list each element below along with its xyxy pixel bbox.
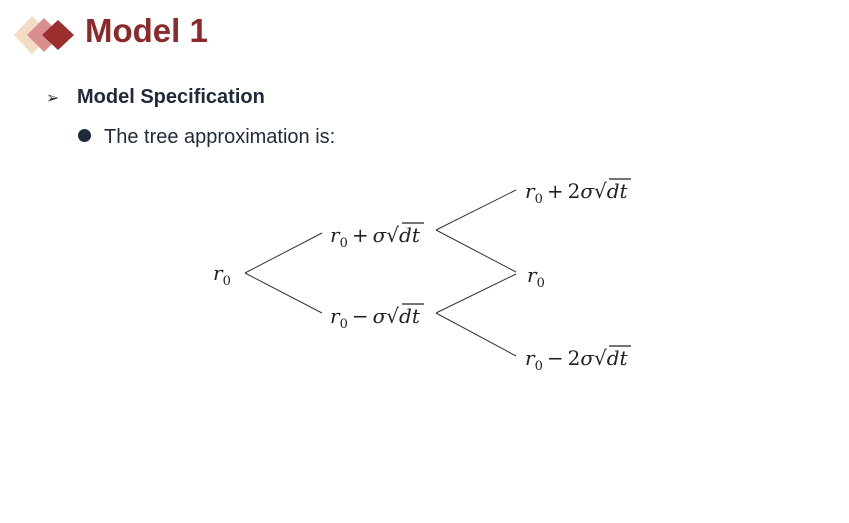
diamond-dark: [42, 20, 74, 50]
edge-down-mid: [435, 273, 517, 314]
edge-down-down: [435, 312, 517, 357]
node-down-1: r0−σ√dt: [330, 304, 421, 332]
edge-up-up: [435, 189, 517, 231]
edge-root-up: [244, 232, 323, 274]
bullet-level2: The tree approximation is:: [78, 126, 335, 149]
node-down-2: r0−2σ√dt: [525, 346, 629, 374]
slide-title: Model 1: [85, 12, 208, 49]
filled-circle-icon: [78, 129, 91, 142]
bullet-level2-text: The tree approximation is:: [104, 126, 336, 148]
edge-up-mid: [435, 229, 517, 273]
bullet-level1: ➢ Model Specification: [46, 86, 265, 109]
diamond-stack-logo-icon: [14, 16, 74, 54]
edge-root-down: [244, 272, 323, 314]
node-up-1: r0+σ√dt: [330, 223, 421, 251]
node-mid-2: r0: [527, 263, 545, 291]
node-root: r0: [213, 261, 231, 289]
arrow-right-icon: ➢: [46, 90, 60, 107]
bullet-level1-text: Model Specification: [77, 86, 265, 108]
node-up-2: r0+2σ√dt: [525, 179, 629, 207]
